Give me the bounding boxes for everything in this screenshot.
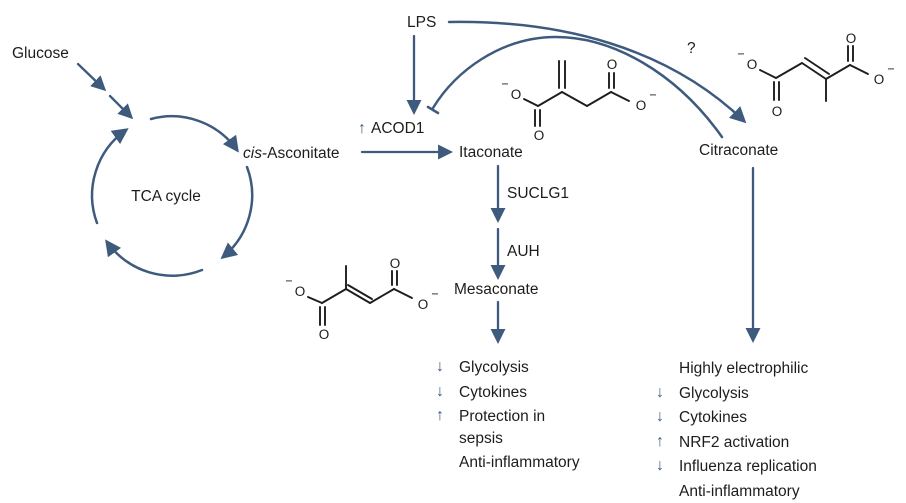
effect-label: Glycolysis: [459, 359, 529, 376]
mesaconate-effects-list: ↓ Glycolysis ↓ Cytokines ↑ Protection in…: [436, 350, 580, 477]
effect-label: Cytokines: [679, 409, 748, 427]
effect-label: NRF2 activation: [679, 433, 790, 451]
cis-suffix: -Asconitate: [261, 145, 340, 162]
acod1-text: ACOD1: [371, 120, 425, 137]
negative-charge: −: [501, 77, 508, 91]
down-arrow-icon: ↓: [656, 383, 664, 401]
effect-item: ↑ NRF2 activation: [656, 432, 817, 454]
tca-cycle-circle: [90, 115, 254, 277]
oxygen-atom: O: [511, 87, 522, 102]
citraconate-effects-list: Highly electrophilic ↓ Glycolysis ↓ Cyto…: [656, 350, 817, 503]
effect-item: ↑ Protection in sepsis: [436, 406, 580, 449]
negative-charge: −: [285, 274, 292, 288]
cis-prefix: cis: [243, 145, 262, 162]
oxygen-atom: O: [295, 284, 306, 299]
oxygen-atom: O: [636, 98, 647, 113]
glucose-to-tca-arrow: [76, 62, 134, 120]
oxygen-atom: O: [418, 297, 429, 312]
negative-charge: −: [737, 47, 744, 61]
effect-item: Highly electrophilic: [656, 358, 817, 380]
lps-label: LPS: [407, 14, 437, 31]
cis-aconitate-label: cis-Asconitate: [243, 145, 340, 163]
oxygen-atom: O: [874, 72, 885, 87]
tca-cycle-label: TCA cycle: [131, 188, 201, 205]
effect-item: ↓ Cytokines: [436, 382, 580, 404]
down-arrow-icon: ↓: [436, 358, 444, 375]
citraconate-label: Citraconate: [699, 142, 779, 159]
down-arrow-icon: ↓: [436, 382, 444, 400]
negative-charge: −: [887, 62, 894, 76]
citraconate-structure: O − O O O −: [737, 31, 894, 119]
effect-item: ↓ Cytokines: [656, 407, 817, 429]
effect-label: Highly electrophilic: [679, 360, 809, 377]
oxygen-atom: O: [747, 57, 758, 72]
suclg1-label: SUCLG1: [507, 185, 570, 202]
effect-label: Anti-inflammatory: [679, 482, 800, 500]
itaconate-structure: O − O O O −: [501, 57, 656, 143]
mesaconate-structure: O − O O O −: [285, 256, 438, 342]
mesaconate-label: Mesaconate: [454, 281, 539, 298]
lps-to-citraconate-arc: [447, 20, 747, 124]
auh-label: AUH: [507, 243, 540, 260]
oxygen-atom: O: [607, 57, 618, 72]
question-mark-label: ?: [687, 40, 696, 57]
effect-item: ↓ Glycolysis: [436, 357, 580, 379]
citraconate-inhibits-acod1-arc: [426, 35, 724, 139]
negative-charge: −: [649, 88, 656, 102]
effect-item: ↓ Glycolysis: [656, 383, 817, 405]
acod1-label: ↑ ACOD1: [358, 120, 424, 138]
effect-item: Anti-inflammatory: [436, 452, 580, 474]
oxygen-atom: O: [846, 31, 857, 46]
oxygen-atom: O: [772, 104, 783, 119]
effect-label: Influenza replication: [679, 458, 817, 476]
effect-label: Glycolysis: [679, 384, 749, 402]
oxygen-atom: O: [534, 128, 545, 143]
inhibition-tbar: [426, 105, 440, 115]
effect-item: ↓ Influenza replication: [656, 456, 817, 478]
down-arrow-icon: ↓: [656, 408, 664, 426]
oxygen-atom: O: [319, 327, 330, 342]
effect-label: Protection in sepsis: [459, 408, 546, 447]
negative-charge: −: [431, 287, 438, 301]
down-arrow-icon: ↓: [656, 457, 664, 475]
effect-label: Cytokines: [459, 383, 528, 401]
oxygen-atom: O: [390, 256, 401, 271]
up-arrow-icon: ↑: [436, 407, 444, 425]
up-arrow-icon: ↑: [656, 432, 664, 450]
effect-item: Anti-inflammatory: [656, 481, 817, 503]
glucose-label: Glucose: [12, 45, 69, 62]
up-arrow-icon: ↑: [358, 120, 366, 137]
itaconate-label: Itaconate: [459, 144, 523, 161]
effect-label: Anti-inflammatory: [459, 454, 580, 472]
